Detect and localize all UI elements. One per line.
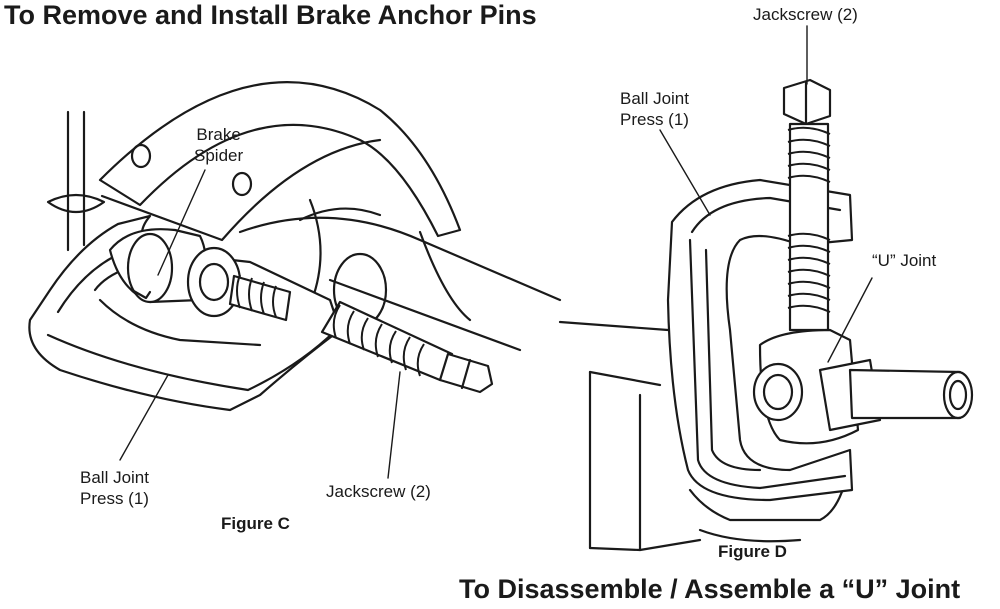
jackscrew-d — [782, 78, 832, 332]
c-press-frame-d — [666, 178, 854, 502]
label-ball-joint-press-c-line-2: Press (1) — [80, 489, 149, 508]
brake-spider-leader — [157, 169, 206, 276]
title-brake-anchor-pins: To Remove and Install Brake Anchor Pins — [4, 0, 537, 30]
figure-c-drawing — [28, 81, 562, 479]
u-joint-assembly — [752, 328, 974, 445]
label-ball-joint-press-c-line-1: Ball Joint — [80, 468, 149, 487]
label-brake-spider-line-2: Spider — [194, 146, 244, 165]
label-jackscrew-d: Jackscrew (2) — [753, 5, 858, 24]
label-ball-joint-press-d: Ball Joint Press (1) — [620, 88, 689, 130]
jackscrew-c — [228, 274, 494, 394]
ball-joint-press-d-leader — [659, 129, 711, 216]
figure-c-caption: Figure C — [221, 514, 290, 533]
label-brake-spider-line-1: Brake — [196, 125, 241, 144]
u-joint-leader — [827, 277, 873, 363]
label-ball-joint-press-d-line-2: Press (1) — [620, 110, 689, 129]
ball-joint-press-c-leader — [119, 374, 169, 461]
label-brake-spider: Brake Spider — [194, 124, 243, 166]
title-u-joint: To Disassemble / Assemble a “U” Joint — [459, 574, 961, 604]
figure-d-drawing — [558, 25, 974, 552]
jackscrew-c-leader — [387, 371, 401, 479]
figure-d-caption: Figure D — [718, 542, 787, 561]
c-press-frame — [28, 214, 342, 412]
axle-housing — [238, 198, 562, 352]
brake-shoe — [98, 81, 472, 322]
label-u-joint: “U” Joint — [872, 251, 937, 270]
label-ball-joint-press-d-line-1: Ball Joint — [620, 89, 689, 108]
label-jackscrew-c: Jackscrew (2) — [326, 482, 431, 501]
brake-spider — [108, 228, 242, 318]
vertical-pipe — [46, 110, 106, 252]
label-ball-joint-press-c: Ball Joint Press (1) — [80, 467, 149, 509]
